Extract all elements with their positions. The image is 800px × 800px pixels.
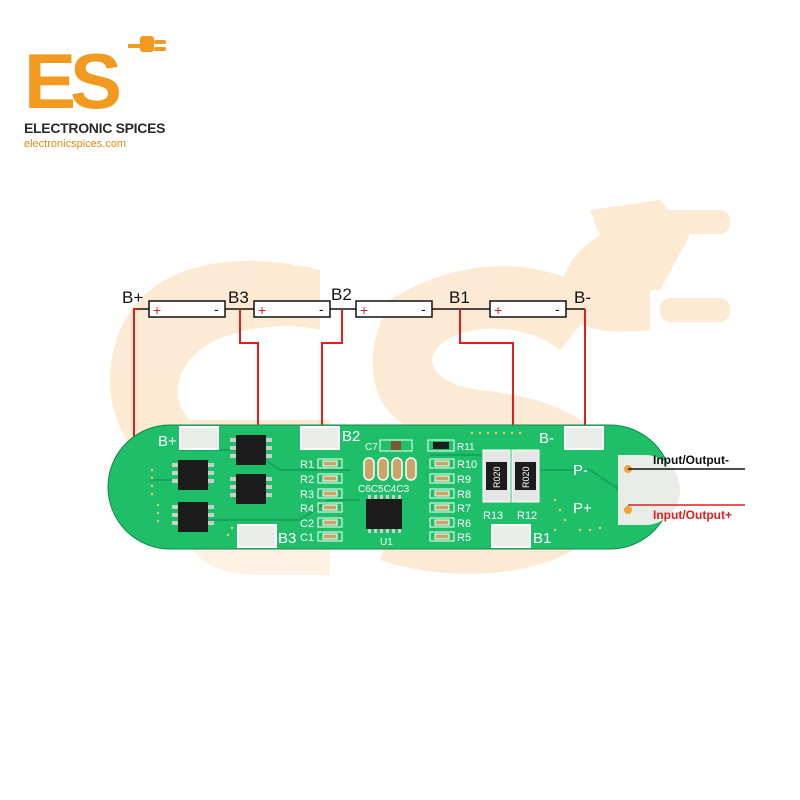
shunt-left-marking: R020: [492, 466, 502, 488]
pad-label-b-minus: B-: [539, 430, 554, 447]
resistor-column-left: R1 R2 R3 R4 C2 C1: [300, 458, 343, 544]
brand-logo-letters: ES: [24, 37, 119, 125]
output-terminals: P- P+: [573, 455, 680, 525]
pad-b3: [237, 524, 277, 548]
label-b2: B2: [331, 285, 352, 304]
label-output-minus: Input/Output-: [653, 453, 729, 467]
brand-name: ELECTRONIC SPICES: [24, 120, 166, 136]
cell-2-plus: +: [258, 302, 266, 318]
label-r8: R8: [457, 489, 471, 501]
label-r10: R10: [457, 459, 477, 471]
label-c6c5c4c3: C6C5C4C3: [358, 484, 410, 495]
label-output-plus: Input/Output+: [653, 508, 732, 522]
label-r13: R13: [483, 510, 503, 522]
brand-logo: ES: [24, 36, 166, 125]
brand-url[interactable]: electronicspices.com: [24, 138, 127, 150]
wire-b2: [321, 309, 343, 437]
pad-label-b1: B1: [533, 530, 551, 547]
label-p-minus: P-: [573, 462, 588, 479]
pad-label-b3: B3: [278, 530, 296, 547]
label-r1: R1: [300, 459, 314, 471]
mosfet-pins: [172, 438, 272, 525]
cell-1-minus: -: [214, 301, 219, 317]
pad-b2: [300, 426, 340, 450]
shunt-resistors: R020 R020 R13 R12: [482, 449, 540, 522]
label-r7: R7: [457, 503, 471, 515]
label-b1: B1: [449, 288, 470, 307]
label-r9: R9: [457, 474, 471, 486]
cell-4-plus: +: [494, 302, 502, 318]
cell-2: + -: [253, 300, 331, 318]
label-r5: R5: [457, 532, 471, 544]
mosfet-group-left: [178, 435, 266, 532]
top-small-parts: C7 R11: [365, 439, 475, 453]
board-vias: [150, 431, 602, 537]
label-u1: U1: [380, 537, 393, 548]
shunt-right-marking: R020: [521, 466, 531, 488]
capacitor-row: C6C5C4C3: [358, 457, 417, 495]
label-b-minus: B-: [574, 288, 591, 307]
plug-icon: [128, 36, 166, 52]
cell-4: + -: [489, 300, 567, 318]
pad-label-b-plus: B+: [158, 433, 177, 450]
bms-board: B+ B3 B2 B1 B- R1 R2 R3 R4 C2: [107, 424, 680, 550]
label-r2: R2: [300, 474, 314, 486]
pad-label-b2: B2: [342, 428, 360, 445]
label-b3: B3: [228, 288, 249, 307]
pad-b-minus: [564, 426, 604, 450]
output-leads: Input/Output- Input/Output+: [628, 453, 745, 522]
pad-b-plus: [179, 426, 219, 450]
cell-3-minus: -: [421, 301, 426, 317]
label-c1: C1: [300, 532, 314, 544]
ic-u1: U1: [366, 495, 402, 548]
cell-1-plus: +: [153, 302, 161, 318]
label-c7: C7: [365, 442, 378, 453]
cell-2-minus: -: [319, 301, 324, 317]
cell-1: + -: [148, 300, 226, 318]
label-r12: R12: [517, 510, 537, 522]
cell-3-plus: +: [360, 302, 368, 318]
label-r4: R4: [300, 503, 314, 515]
label-c2: C2: [300, 518, 314, 530]
cell-4-minus: -: [555, 301, 560, 317]
label-p-plus: P+: [573, 500, 592, 517]
cell-3: + -: [355, 300, 433, 318]
label-r11: R11: [457, 442, 475, 453]
pad-b1: [491, 524, 531, 548]
label-b-plus: B+: [122, 288, 143, 307]
resistor-column-right: R10 R9 R8 R7 R6 R5: [429, 458, 477, 544]
label-r6: R6: [457, 518, 471, 530]
label-r3: R3: [300, 489, 314, 501]
